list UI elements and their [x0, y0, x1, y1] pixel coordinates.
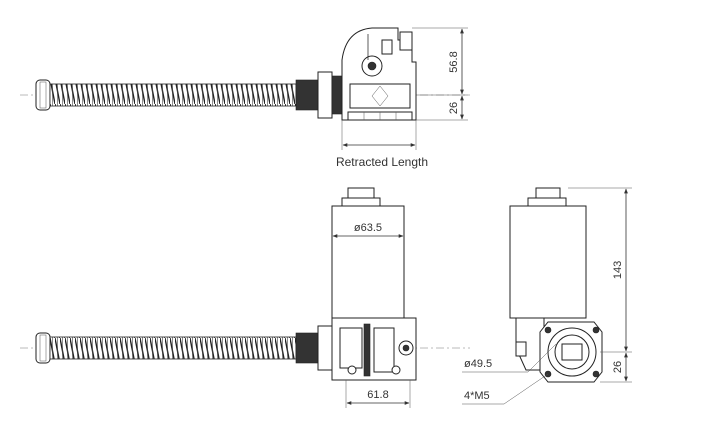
retracted-length-label: Retracted Length [336, 155, 428, 169]
dim-total-height: 143 [612, 261, 624, 279]
front-rod-end [35, 332, 51, 364]
top-connector [399, 31, 413, 51]
front-threaded-rod [49, 336, 297, 360]
leader-flange-diameter [462, 343, 557, 373]
dim-base-height: 26 [612, 361, 624, 373]
front-motor-cap [347, 187, 375, 199]
front-motor-body [331, 205, 405, 319]
top-rod-end [35, 79, 51, 111]
top-view: 56.8 26 Retracted Length [20, 27, 470, 169]
dim-width: 61.8 [367, 389, 388, 401]
side-view: 143 26 ø49.5 4*M5 [462, 187, 632, 405]
top-collar [295, 79, 319, 111]
dim-height-lower: 26 [448, 102, 460, 114]
side-motor-cap [535, 187, 561, 199]
side-motor-body [509, 205, 587, 319]
top-threaded-rod [49, 83, 297, 107]
front-collar [295, 332, 319, 364]
front-view: ø63.5 61.8 [20, 187, 470, 408]
dim-motor-diameter: ø63.5 [354, 222, 382, 234]
dim-flange-diameter: ø49.5 [464, 358, 492, 370]
dim-height-upper: 56.8 [448, 51, 460, 72]
holes-label: 4*M5 [464, 390, 490, 402]
leader-holes [462, 373, 549, 405]
